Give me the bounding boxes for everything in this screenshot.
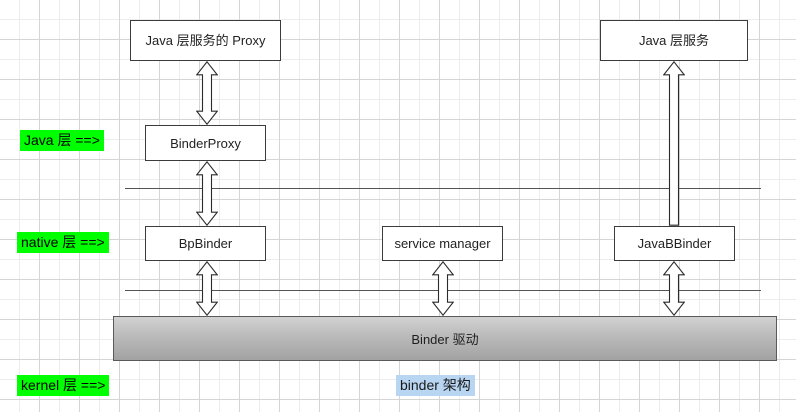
node-java-proxy[interactable]: Java 层服务的 Proxy [130, 20, 281, 61]
arrow-binder-proxy-to-bp-binder [196, 161, 218, 226]
kernel-layer-tag: kernel 层 ==> [17, 375, 110, 397]
node-java-service[interactable]: Java 层服务 [600, 20, 748, 61]
node-label: service manager [394, 236, 491, 251]
node-label: BpBinder [178, 236, 233, 251]
node-label: Java 层服务的 Proxy [145, 33, 266, 48]
node-service-manager[interactable]: service manager [382, 226, 503, 261]
native-layer-tag-label: native 层 ==> [21, 234, 105, 250]
node-bp-binder[interactable]: BpBinder [145, 226, 266, 261]
node-label: Java 层服务 [638, 33, 710, 48]
diagram-title-tag: binder 架构 [396, 375, 475, 397]
arrow-bp-binder-to-binder-driver [196, 261, 218, 316]
node-label: BinderProxy [170, 135, 241, 151]
kernel-layer-tag-label: kernel 层 ==> [21, 377, 106, 393]
arrow-java-proxy-to-binder-proxy [196, 61, 218, 125]
arrow-java-service-to-java-b-binder [663, 61, 685, 226]
node-binder-driver[interactable]: Binder 驱动 [113, 316, 777, 361]
node-label: JavaBBinder [637, 236, 712, 251]
java-layer-tag: Java 层 ==> [20, 130, 104, 152]
java-native-divider [125, 188, 761, 189]
binder-driver-label: Binder 驱动 [411, 332, 479, 347]
native-layer-tag: native 层 ==> [17, 232, 109, 254]
arrow-java-b-binder-to-binder-driver [663, 261, 685, 316]
java-layer-tag-label: Java 层 ==> [24, 132, 100, 148]
node-binder-proxy[interactable]: BinderProxy [145, 125, 266, 161]
arrow-service-manager-to-binder-driver [432, 261, 454, 316]
node-java-b-binder[interactable]: JavaBBinder [614, 226, 735, 261]
diagram-title-label: binder 架构 [400, 377, 471, 393]
